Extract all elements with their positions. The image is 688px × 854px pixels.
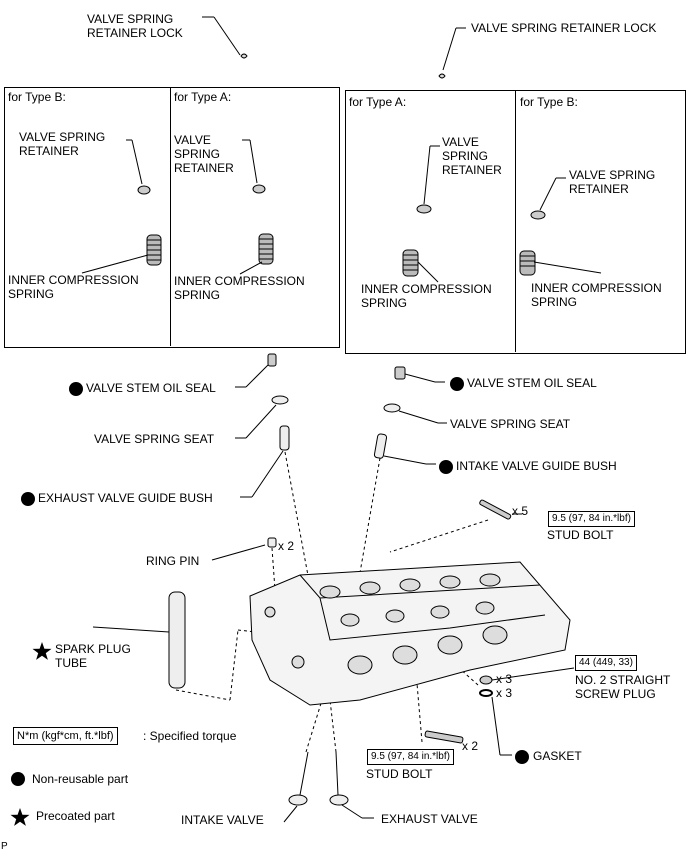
left-box-type-b-heading: for Type B:	[8, 90, 66, 104]
retainer-typea-right-icon	[416, 204, 432, 214]
exhaust-valve-icon	[329, 751, 349, 806]
ring-pin-qty: x 2	[278, 539, 295, 553]
non-reusable-mark-icon	[21, 492, 35, 506]
ring-pin-icon	[267, 537, 277, 548]
gasket-icon	[479, 689, 493, 697]
legend-torque-key: N*m (kgf*cm, ft.*lbf)	[13, 727, 118, 745]
oil-seal-left-icon	[267, 353, 277, 367]
retainer-lock-right-icon	[438, 27, 466, 79]
spring-typeb-right-icon	[519, 250, 536, 276]
stud-bolt-lower-icon	[424, 730, 464, 744]
intake-valve-icon	[288, 751, 309, 806]
non-reusable-mark-icon	[69, 382, 83, 396]
oil-seal-left-label: VALVE STEM OIL SEAL	[86, 381, 216, 395]
legend-precoated: Precoated part	[36, 809, 115, 823]
footer-code: P	[1, 841, 8, 852]
stud-bolt-lower-qty: x 2	[462, 739, 479, 753]
screw-plug-torque: 44 (449, 33)	[575, 655, 637, 671]
spring-seat-left-label: VALVE SPRING SEAT	[94, 432, 215, 446]
intake-guide-bush-icon	[373, 433, 388, 459]
right-box-type-a-heading: for Type A:	[349, 95, 407, 109]
non-reusable-mark-icon	[450, 377, 464, 391]
exhaust-guide-bush-label: EXHAUST VALVE GUIDE BUSH	[38, 491, 213, 505]
spring-typea-right-icon	[402, 249, 419, 277]
left-variant-box	[4, 87, 340, 348]
retainer-lock-right-label: VALVE SPRING RETAINER LOCK	[471, 21, 657, 35]
right-box-type-b-heading: for Type B:	[520, 95, 578, 109]
gasket-qty: x 3	[496, 686, 513, 700]
intake-valve-label: INTAKE VALVE	[181, 813, 264, 827]
legend-torque-desc: : Specified torque	[143, 729, 237, 743]
ring-pin-label: RING PIN	[146, 554, 200, 568]
stud-bolt-upper-icon	[479, 499, 512, 520]
oil-seal-right-label: VALVE STEM OIL SEAL	[467, 376, 597, 390]
cylinder-head-icon	[249, 561, 571, 706]
spring-seat-left-icon	[271, 395, 289, 405]
screw-plug-qty: x 3	[496, 672, 513, 686]
spring-seat-right-label: VALVE SPRING SEAT	[450, 417, 571, 431]
non-reusable-mark-icon	[11, 772, 25, 786]
retainer-typeb-right-icon	[530, 210, 546, 220]
stud-bolt-lower-torque: 9.5 (97, 84 in.*lbf)	[367, 749, 454, 765]
exhaust-valve-label: EXHAUST VALVE	[381, 812, 478, 826]
retainer-lock-left-icon	[202, 16, 248, 59]
stud-bolt-upper-label: STUD BOLT	[547, 528, 614, 542]
exhaust-guide-bush-icon	[279, 425, 290, 451]
stud-bolt-lower-label: STUD BOLT	[366, 767, 433, 781]
spring-typeb-left-icon	[146, 234, 162, 266]
stud-bolt-upper-qty: x 5	[512, 504, 529, 518]
retainer-typeb-left-icon	[137, 185, 151, 195]
spring-seat-right-icon	[383, 403, 401, 413]
spring-typea-left-icon	[258, 233, 274, 265]
screw-plug-icon	[479, 675, 493, 685]
intake-guide-bush-label: INTAKE VALVE GUIDE BUSH	[456, 459, 617, 473]
left-variant-divider	[170, 87, 171, 346]
non-reusable-mark-icon	[439, 460, 453, 474]
precoated-mark-icon	[10, 808, 30, 826]
legend-non-reusable: Non-reusable part	[32, 772, 129, 786]
spark-plug-tube-icon	[168, 591, 186, 689]
non-reusable-mark-icon	[515, 750, 529, 764]
stud-bolt-upper-torque: 9.5 (97, 84 in.*lbf)	[548, 511, 635, 527]
right-variant-divider	[515, 90, 516, 352]
gasket-label: GASKET	[533, 749, 582, 763]
left-box-type-a-heading: for Type A:	[174, 90, 232, 104]
precoated-mark-icon	[32, 642, 52, 660]
retainer-typea-left-icon	[252, 184, 266, 194]
oil-seal-right-icon	[394, 366, 406, 380]
